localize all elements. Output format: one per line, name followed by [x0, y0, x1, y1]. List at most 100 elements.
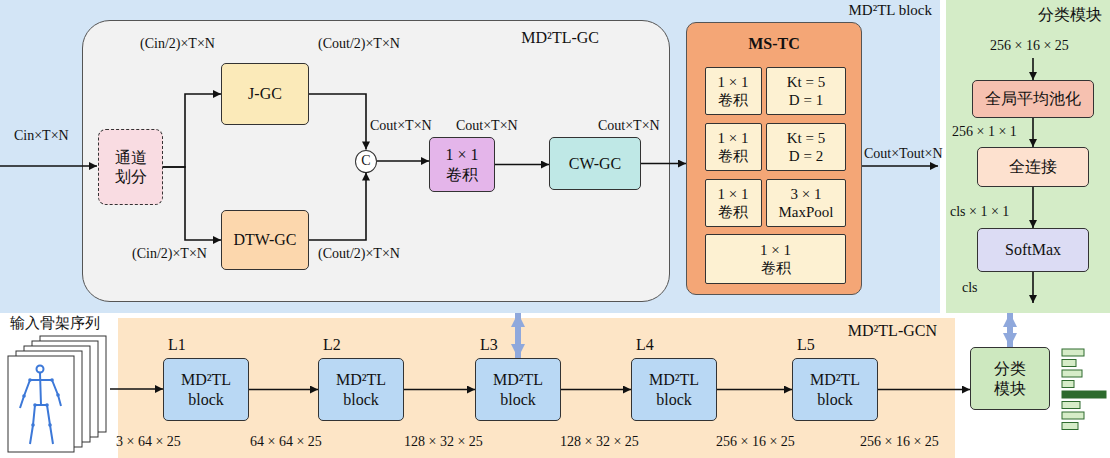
flow-arrow [1032, 118, 1034, 147]
softmax-box: SoftMax [977, 228, 1089, 272]
box-text: D = 2 [789, 147, 823, 165]
layer-block: L5MD²TL block [792, 358, 878, 421]
concat-circle: C [355, 150, 377, 173]
dimension-label: 256 × 16 × 25 [860, 434, 939, 451]
dimension-label: 128 × 32 × 25 [404, 434, 483, 451]
box-text: 通道划分 [113, 148, 148, 186]
temporal-conv-panel: MS-TC1 × 1 卷积Kt = 5D = 11 × 1 卷积Kt = 5D … [686, 22, 862, 295]
layer-block: L1MD²TL block [163, 358, 249, 421]
flow-arrow [717, 389, 792, 391]
conv-cell: 1 × 1 卷积 [705, 234, 846, 284]
link-arrow [1007, 313, 1013, 347]
dimension-label: (Cin/2)×T×N [140, 36, 215, 53]
dimension-label: Cout×T×N [598, 118, 660, 135]
box-text: C [361, 153, 370, 170]
heading: L2 [323, 336, 341, 354]
conv-box: 1 × 1 卷积 [429, 137, 495, 192]
box-text: 1 × 1 卷积 [753, 241, 798, 277]
split-box: 通道划分 [98, 129, 163, 205]
skeleton-sequence [8, 336, 106, 452]
flow-arrow [878, 389, 970, 391]
score-bars [1062, 349, 1106, 430]
heading: L1 [168, 336, 186, 354]
flow-arrow [1032, 187, 1034, 228]
flow-arrow [377, 160, 429, 162]
dimension-label: Cout×Tout×N [864, 146, 943, 163]
dimension-label: 256 × 16 × 25 [716, 434, 795, 451]
dimension-label: cls × 1 × 1 [950, 204, 1009, 221]
box-text: D = 1 [789, 91, 823, 109]
box-text: MD²TL block [332, 370, 390, 408]
layer-block: L3MD²TL block [475, 358, 561, 421]
box-text: 全局平均池化 [985, 89, 1081, 108]
dimension-label: (Cout/2)×T×N [318, 36, 400, 53]
box-text: 1 × 1 卷积 [438, 145, 486, 183]
frame [8, 356, 74, 452]
layer-block: L4MD²TL block [631, 358, 717, 421]
dimension-label: 128 × 32 × 25 [560, 434, 639, 451]
box-text: 分类模块 [992, 359, 1027, 397]
box-text: Kt = 5 [787, 73, 825, 91]
box-text: MD²TL block [489, 370, 547, 408]
heading: MS-TC [687, 35, 861, 53]
box-text: 1 × 1 卷积 [711, 185, 756, 221]
param-cell: Kt = 5D = 2 [766, 123, 846, 171]
dimension-label: (Cout/2)×T×N [318, 246, 400, 263]
flow-arrow [309, 173, 366, 241]
flow-arrow [641, 163, 686, 165]
box-text: CW-GC [569, 154, 621, 173]
flow-arrow [309, 94, 366, 150]
box-text: MD²TL block [806, 370, 864, 408]
dimension-label: 256 × 16 × 25 [990, 38, 1069, 55]
output-arrow [862, 165, 938, 167]
box-text: Kt = 5 [787, 129, 825, 147]
pool-box: 全局平均池化 [972, 80, 1094, 118]
dimension-label: (Cin/2)×T×N [132, 246, 207, 263]
process-box: DTW-GC [221, 210, 309, 270]
box-text: 1 × 1 卷积 [711, 73, 756, 109]
output-arrow [1032, 272, 1034, 303]
dimension-label: cls [962, 280, 978, 297]
box-text: 全连接 [1009, 157, 1057, 176]
dimension-label: Cout×T×N [456, 118, 518, 135]
flow-arrow [163, 167, 221, 240]
flow-arrow [561, 389, 631, 391]
heading: L4 [636, 336, 654, 354]
input-caption: 输入骨架序列 [10, 314, 100, 332]
heading: MD²TL-GCN [848, 322, 937, 340]
network-band: MD²TL-GCNL1MD²TL blockL2MD²TL blockL3MD²… [118, 318, 955, 458]
box-text: SoftMax [1005, 240, 1061, 259]
flow-arrow [249, 389, 318, 391]
box-text: MD²TL block [177, 370, 235, 408]
dimension-label: 64 × 64 × 25 [250, 434, 322, 451]
param-cell: Kt = 5D = 1 [766, 67, 846, 115]
box-text: MD²TL block [645, 370, 703, 408]
heading: 分类模块 [1038, 5, 1102, 26]
heading: MD²TL block [848, 2, 932, 19]
conv-cell: 1 × 1 卷积 [705, 179, 762, 227]
dimension-label: 3 × 64 × 25 [116, 434, 181, 451]
flow-arrow [404, 389, 475, 391]
conv-cell: 1 × 1 卷积 [705, 67, 762, 115]
stick-figure [20, 366, 61, 445]
pool-cell: 3 × 1 MaxPool [766, 179, 846, 227]
process-box: CW-GC [549, 137, 641, 190]
input-arrow [0, 165, 97, 167]
joints [22, 378, 60, 427]
box-text: J-GC [248, 84, 282, 103]
heading: MD²TL-GC [521, 29, 599, 47]
layer-block: L2MD²TL block [318, 358, 404, 421]
conv-cell: 1 × 1 卷积 [705, 123, 762, 171]
heading: L3 [480, 336, 498, 354]
flow-arrow [163, 94, 221, 167]
input-arrow [1032, 58, 1034, 80]
heading: L5 [797, 336, 815, 354]
input-arrow [110, 388, 163, 390]
box-text: 1 × 1 卷积 [711, 129, 756, 165]
dimension-label: 256 × 1 × 1 [952, 124, 1017, 141]
fc-box: 全连接 [977, 147, 1089, 187]
flow-arrow [495, 164, 549, 166]
link-arrow [515, 313, 521, 358]
classifier-box: 分类模块 [970, 347, 1050, 410]
